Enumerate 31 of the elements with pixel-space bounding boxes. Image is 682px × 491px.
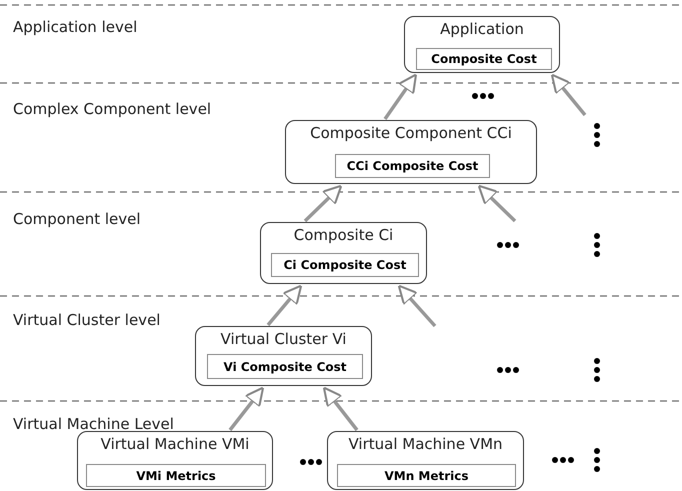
node-title: Application — [439, 20, 525, 38]
component-box — [260, 222, 427, 284]
arrow — [228, 386, 264, 432]
arrow — [304, 184, 342, 222]
cost-panel: Composite Cost — [416, 48, 552, 70]
node-title: Virtual Machine VMi — [100, 435, 250, 453]
arrow — [322, 386, 358, 432]
component-box — [195, 326, 372, 386]
arrow — [384, 74, 418, 120]
cost-panel: VMn Metrics — [337, 464, 516, 487]
node-title: Virtual Cluster Vi — [220, 330, 348, 348]
component-box — [77, 431, 273, 490]
node-title: Composite Ci — [292, 226, 394, 244]
cost-panel: Ci Composite Cost — [271, 253, 419, 277]
level-label: Virtual Machine Level — [13, 415, 174, 433]
node-title: Composite Component CCi — [309, 124, 513, 142]
node-title: Virtual Machine VMn — [347, 435, 504, 453]
cost-panel: CCi Composite Cost — [335, 154, 490, 178]
arrow — [266, 284, 302, 326]
level-label: Complex Component level — [13, 100, 212, 118]
cost-panel: Vi Composite Cost — [207, 354, 363, 379]
level-label: Application level — [13, 18, 138, 36]
component-box — [404, 16, 560, 73]
component-box — [285, 120, 537, 184]
arrow — [550, 74, 586, 116]
cost-panel: VMi Metrics — [86, 464, 266, 487]
level-label: Virtual Cluster level — [13, 311, 160, 329]
level-label: Component level — [13, 210, 141, 228]
arrow — [478, 184, 516, 222]
arrow — [398, 284, 436, 328]
component-box — [327, 431, 524, 490]
